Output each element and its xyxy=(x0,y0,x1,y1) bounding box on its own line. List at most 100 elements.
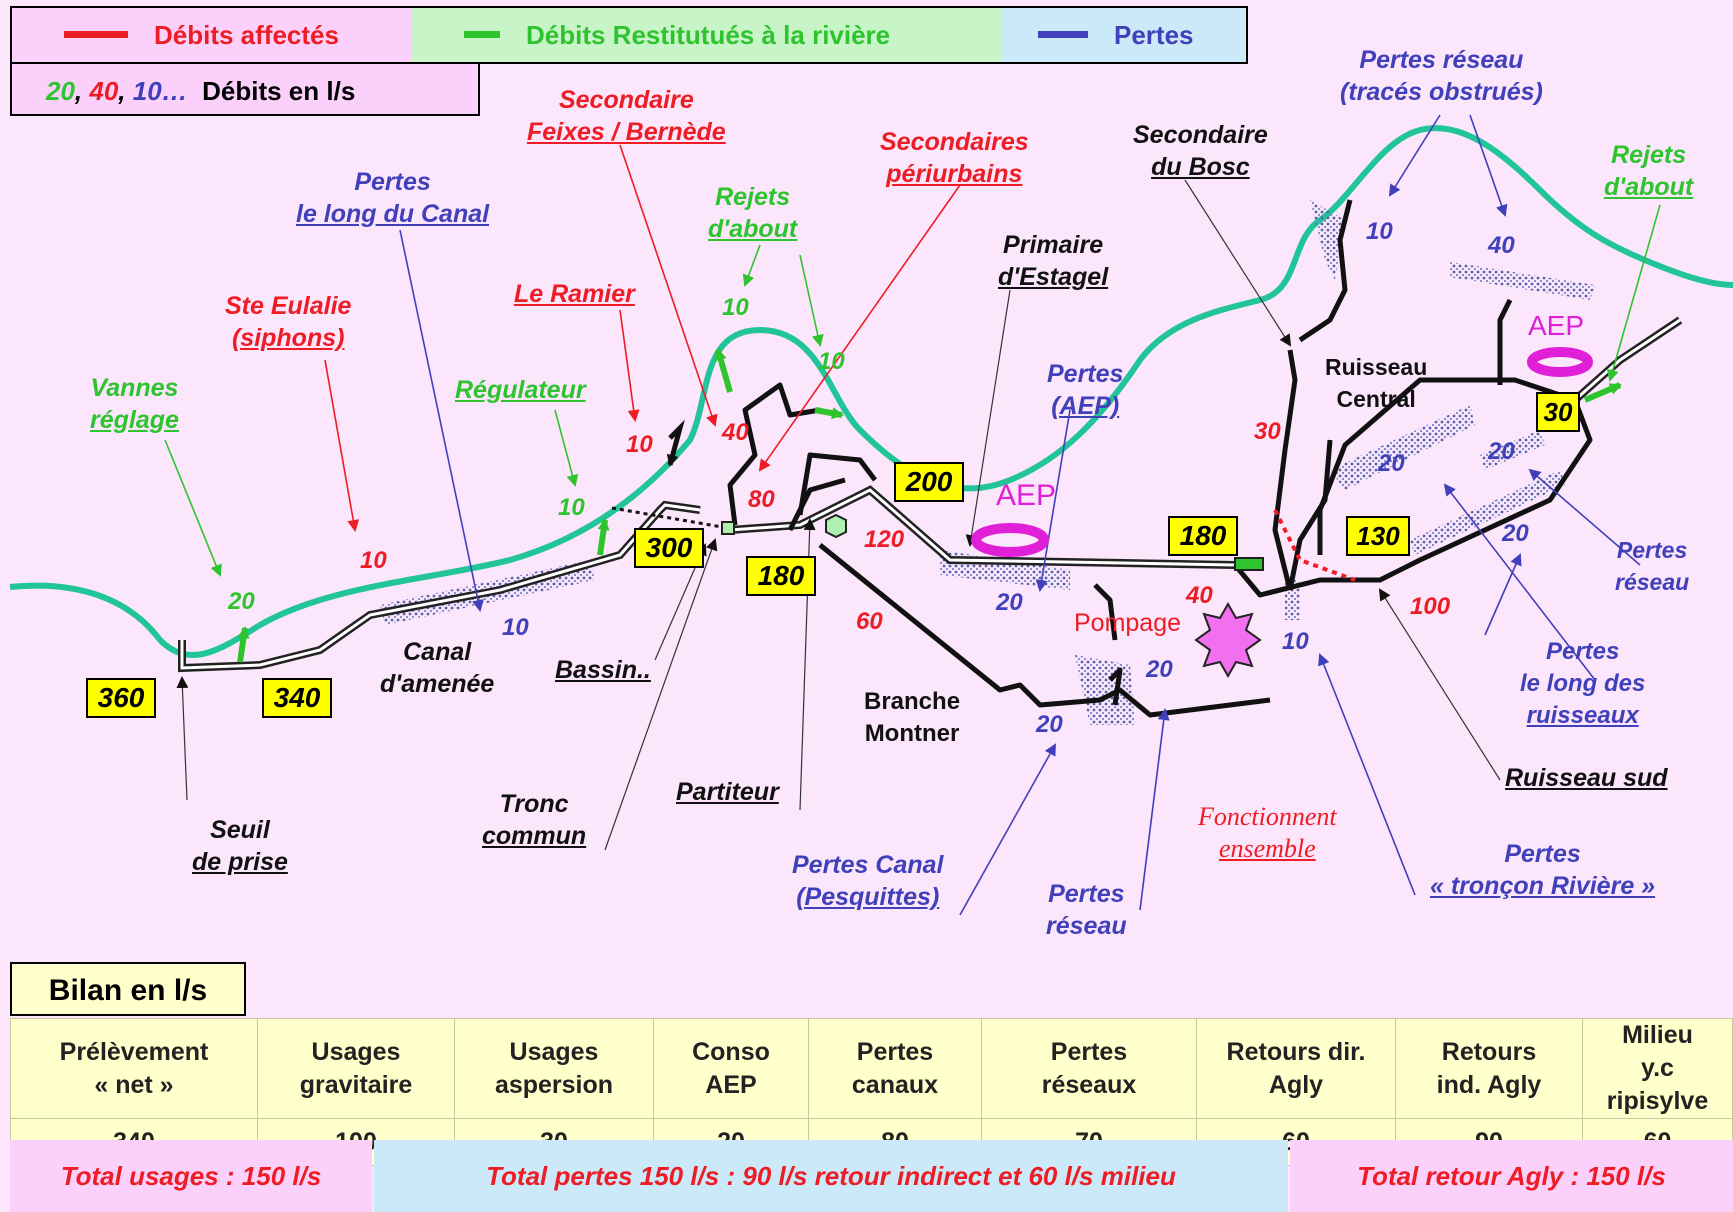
flow-blue-20-central: 20 xyxy=(1378,450,1405,477)
label-seuil-line2: de prise xyxy=(192,848,288,876)
legend-pertes-label: Pertes xyxy=(1114,20,1194,50)
legend-restitues: Débits Restitutués à la rivière xyxy=(412,6,1004,64)
legend-affectes-label: Débits affectés xyxy=(154,20,339,50)
bilan-header-line2: « net » xyxy=(94,1070,174,1099)
label-le-ramier-text: Le Ramier xyxy=(514,280,635,308)
flow-box-340: 340 xyxy=(262,678,332,718)
river-agly xyxy=(9,125,1733,658)
label-pertes-canal-line1: Pertes xyxy=(354,168,431,196)
flow-box-200: 200 xyxy=(894,462,964,502)
flow-blue-10-riviere: 10 xyxy=(1282,628,1309,655)
flow-box-130: 130 xyxy=(1346,516,1410,556)
label-secondaire-bosc-line1: Secondaire xyxy=(1133,121,1268,149)
label-vannes-line2: réglage xyxy=(90,406,179,434)
aep-ring-2 xyxy=(1527,347,1593,377)
flow-green-10-rejets: 10 xyxy=(722,294,749,321)
label-pertes-aep-line1: Pertes xyxy=(1047,360,1124,388)
flow-red-40-pompage: 40 xyxy=(1186,582,1213,609)
bilan-header-line1: Usages xyxy=(509,1037,599,1066)
flow-green-10-b: 10 xyxy=(818,348,845,375)
tronc-arrow xyxy=(666,419,685,467)
label-pertes-reseau-right-line1: Pertes xyxy=(1616,537,1688,563)
bilan-header-line2: y.c ripisylve xyxy=(1606,1054,1709,1115)
label-regulateur: Régulateur xyxy=(455,374,586,406)
label-ruisseau-sud-text: Ruisseau sud xyxy=(1505,764,1668,792)
flow-blue-20-ruisseau: 20 xyxy=(1502,520,1529,547)
label-pertes-reseau-bot-line2: réseau xyxy=(1046,912,1127,940)
label-pertes-reseau-top-line2: (tracés obstrués) xyxy=(1340,78,1543,106)
flow-green-20: 20 xyxy=(228,588,255,615)
label-rejets1-line2: d'about xyxy=(708,215,798,243)
label-ruisseau-sud: Ruisseau sud xyxy=(1505,762,1668,794)
label-troncon-line1: Pertes xyxy=(1504,840,1581,868)
label-secondaire-feixes-line2: Feixes / Bernède xyxy=(527,118,726,146)
flow-red-10-eulalie: 10 xyxy=(360,547,387,574)
label-ruisseau-central-line1: Ruisseau xyxy=(1325,354,1428,380)
label-rejets1-line1: Rejets xyxy=(715,183,791,211)
canal-network xyxy=(178,316,1683,673)
bilan-header-line2: AEP xyxy=(705,1070,757,1099)
label-aep-1: AEP xyxy=(996,479,1057,512)
legend-green-swatch xyxy=(464,30,500,38)
bilan-header-line2: réseaux xyxy=(1041,1070,1137,1099)
bilan-header: Retours dir.Agly xyxy=(1196,1018,1396,1119)
secondary-lines xyxy=(727,199,1593,718)
legend-affectes: Débits affectés xyxy=(10,6,416,64)
pump-node xyxy=(1234,557,1264,571)
label-pesquittes-line1: Pertes Canal xyxy=(792,851,944,879)
label-pertes-reseau-bot-line1: Pertes xyxy=(1048,880,1125,908)
bilan-header-line1: Milieu xyxy=(1622,1021,1693,1049)
label-pertes-reseau-top-line1: Pertes réseau xyxy=(1359,46,1524,74)
legend-units-blue: 10… xyxy=(132,76,188,106)
flow-box-30: 30 xyxy=(1536,392,1580,432)
flow-red-10-ramier: 10 xyxy=(626,431,653,458)
total-pertes: Total pertes 150 l/s : 90 l/s retour ind… xyxy=(374,1140,1288,1212)
bassin-link xyxy=(611,506,729,530)
label-secondaire-bosc-line2: du Bosc xyxy=(1151,153,1250,181)
label-ruisseau-central-line2: Central xyxy=(1336,386,1416,412)
flow-blue-20-pesquittes: 20 xyxy=(1036,711,1063,738)
bilan-title: Bilan en l/s xyxy=(10,962,246,1016)
label-pesquittes-line2: (Pesquittes) xyxy=(796,883,940,911)
flow-blue-20-right: 20 xyxy=(1488,438,1515,465)
label-pertes-reseau-bottom: Pertes réseau xyxy=(1046,878,1127,942)
bilan-header-line2: canaux xyxy=(851,1070,939,1099)
label-le-ramier: Le Ramier xyxy=(514,278,635,310)
legend-blue-swatch xyxy=(1038,30,1088,38)
aep-ring-1 xyxy=(971,523,1049,557)
label-pertes-pesquittes: Pertes Canal (Pesquittes) xyxy=(792,849,943,913)
label-primaire-line1: Primaire xyxy=(1003,231,1104,259)
total-retour: Total retour Agly : 150 l/s xyxy=(1290,1140,1733,1212)
flow-red-30: 30 xyxy=(1254,418,1281,445)
label-pertes-canal-line2: le long du Canal xyxy=(296,200,490,228)
bilan-header-line2: gravitaire xyxy=(299,1070,413,1099)
label-secondaire-feixes-line1: Secondaire xyxy=(558,86,694,114)
label-branche-line2: Montner xyxy=(864,720,960,747)
label-pertes-troncon: Pertes« tronçon Rivière » xyxy=(1430,838,1655,902)
legend-units-text: Débits en l/s xyxy=(202,76,356,106)
bassin-node xyxy=(721,521,735,535)
legend-restitues-label: Débits Restitutués à la rivière xyxy=(526,20,891,50)
label-pertes-ruisseaux-line1: Pertes xyxy=(1545,638,1620,665)
label-pertes-ruisseaux-line3: ruisseaux xyxy=(1526,702,1639,729)
pointer-lines xyxy=(176,179,1501,851)
label-rejets-about-1: Rejets d'about xyxy=(708,181,797,245)
bilan-header: Prélèvement« net » xyxy=(10,1018,258,1119)
legend-units: 20, 40, 10… Débits en l/s xyxy=(10,62,480,116)
